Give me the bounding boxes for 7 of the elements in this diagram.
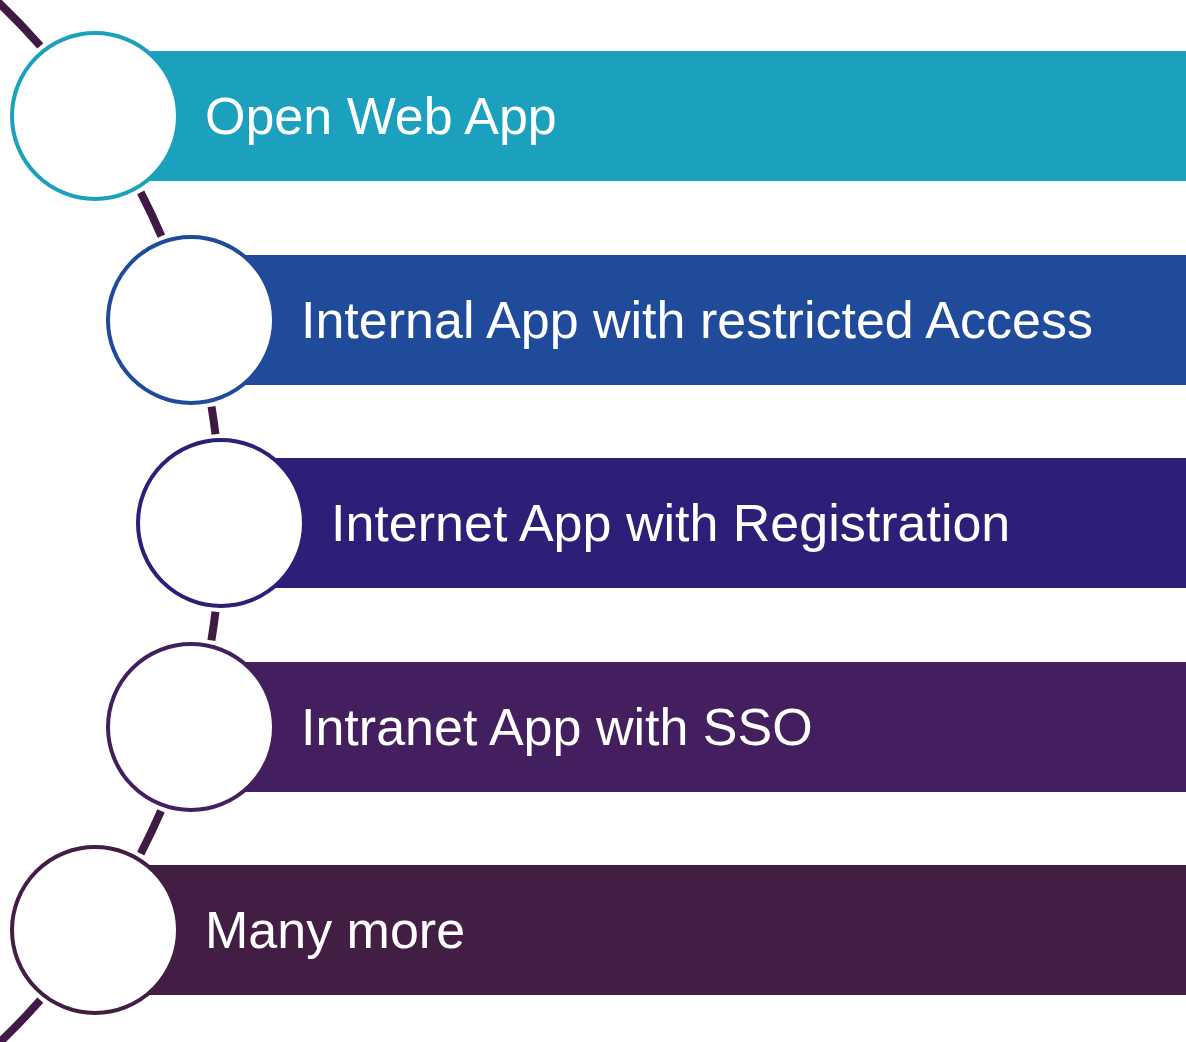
item-text: Open Web App (205, 86, 557, 146)
connector-line (137, 809, 165, 856)
item-text: Many more (205, 900, 466, 960)
item-text: Intranet App with SSO (301, 697, 813, 757)
item-text: Internet App with Registration (331, 493, 1011, 553)
item-text: Internal App with restricted Access (301, 290, 1093, 350)
connector-line (137, 190, 166, 238)
